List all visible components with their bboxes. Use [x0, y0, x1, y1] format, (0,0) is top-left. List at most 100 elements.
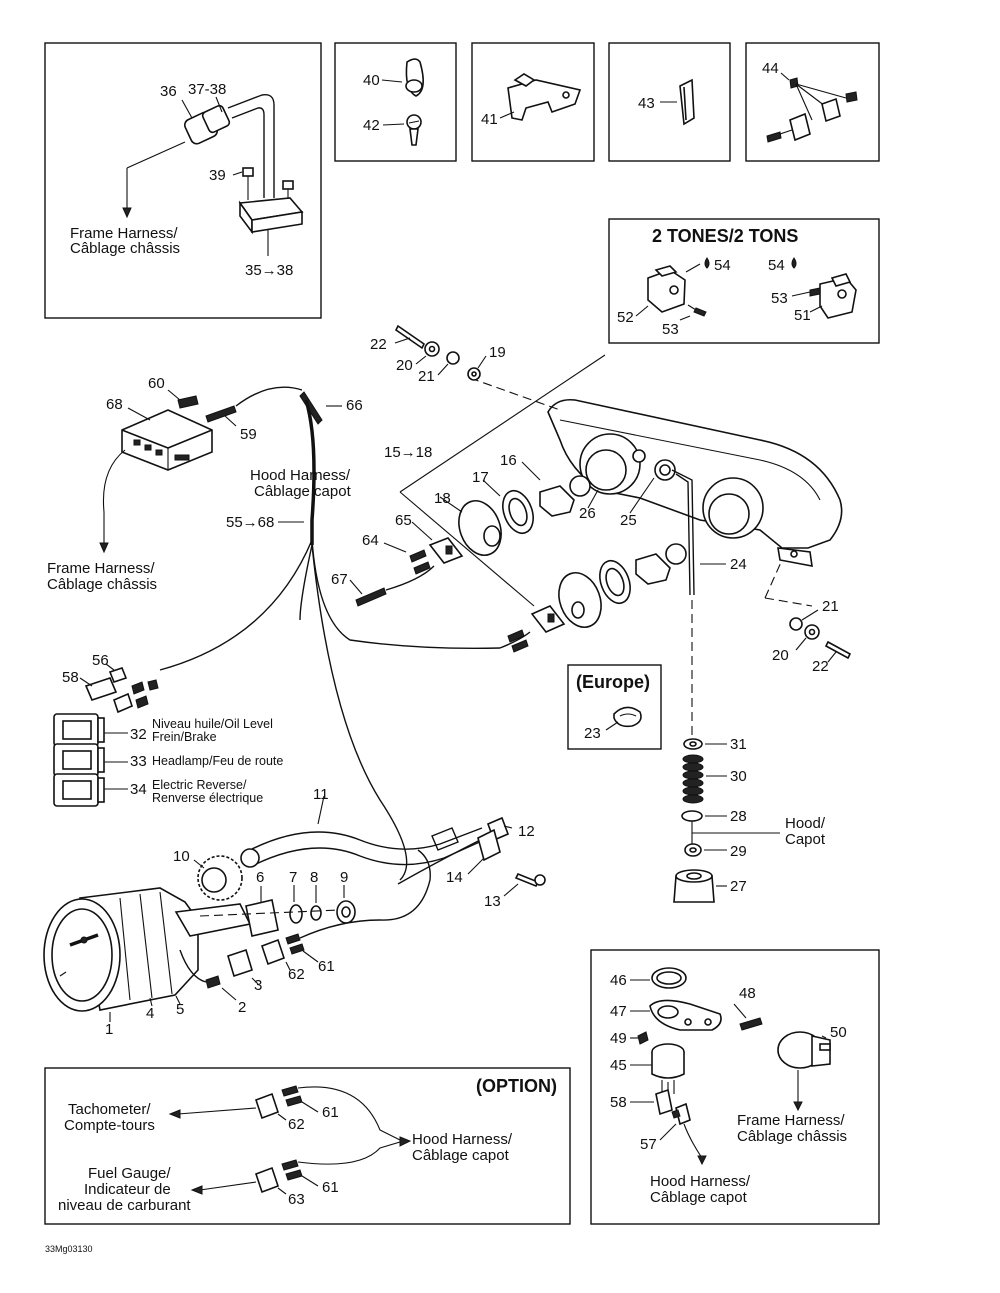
headlamp-housing: [547, 398, 843, 567]
option-title: (OPTION): [476, 1076, 557, 1096]
label-4: 4: [146, 1005, 154, 1022]
nut-49: [637, 1031, 649, 1045]
terminal-67: [355, 587, 387, 607]
label-62-main: 62: [288, 966, 305, 983]
caption-cablage-chassis: Câblage châssis: [70, 240, 180, 257]
caption-frame-harness: Frame Harness/: [70, 225, 178, 242]
panel-two-tones-frame: [608, 218, 880, 344]
screw-48: [739, 1017, 763, 1031]
option-label-62: 62: [288, 1116, 305, 1133]
panel-two-tones: 2 TONES/2 TONS 54 54 53 52 53 51: [608, 218, 880, 344]
switch-reverse-1: Electric Reverse/: [152, 778, 247, 792]
label-59: 59: [240, 426, 257, 443]
br-label-45: 45: [610, 1057, 627, 1074]
panel-fuel-gauge: 46 48 47 49 45 50 58 57 Frame Harness/ C…: [590, 949, 880, 1225]
adjust-rod-24: [671, 469, 695, 596]
switch-headlamp: Headlamp/Feu de route: [152, 754, 283, 768]
panel-harness: 36 37-38 39 35→38 Frame Harness/ Câblage…: [44, 42, 322, 319]
switch-reverse-2: Renverse électrique: [152, 791, 263, 805]
label-24: 24: [730, 556, 747, 573]
frame-harness-leader: [102, 449, 126, 545]
washer-8: [310, 905, 322, 921]
panel-clip: 43: [608, 42, 731, 162]
connector-44a: [789, 112, 811, 142]
br-hood-harness-1: Hood Harness/: [650, 1173, 751, 1190]
label-23: 23: [584, 725, 601, 742]
connector-36: [183, 104, 231, 145]
label-22-right: 22: [812, 658, 829, 675]
label-13: 13: [484, 893, 501, 910]
wire-59: [235, 386, 303, 407]
screw-42: [406, 114, 422, 146]
connector-62-option: [254, 1092, 280, 1120]
panel-terminals: 44: [745, 42, 880, 162]
sender-50: [777, 1031, 831, 1069]
label-61-main: 61: [318, 958, 335, 975]
option-label-61b: 61: [322, 1179, 339, 1196]
bracket-41: [507, 79, 582, 121]
panel-europe-frame: [567, 664, 662, 750]
label-41: 41: [481, 111, 498, 128]
spring-stack: [673, 738, 780, 903]
option-tachometer-1: Tachometer/: [68, 1101, 151, 1118]
main-hood-harness-2: Câblage capot: [254, 483, 352, 500]
horn-switch-51: [819, 273, 857, 319]
label-56: 56: [92, 652, 109, 669]
label-20-right: 20: [772, 647, 789, 664]
label-19: 19: [489, 344, 506, 361]
hood-harness-wire: [304, 399, 316, 545]
label-32: 32: [130, 726, 147, 743]
clip-on-cable: [431, 827, 459, 851]
label-36: 36: [160, 83, 177, 100]
washers-7-8-9: [199, 885, 356, 924]
br-label-48: 48: [739, 985, 756, 1002]
connector-57: [675, 1102, 691, 1126]
label-16: 16: [500, 452, 517, 469]
bulb-16: [539, 485, 575, 517]
europe-title: (Europe): [576, 672, 650, 692]
panel-option: (OPTION) 61 62 61 63 Tachometer/ Compte-…: [44, 1067, 571, 1225]
label-5: 5: [176, 1001, 184, 1018]
main-frame-harness-2: Câblage châssis: [47, 576, 157, 593]
label-54-left: 54: [714, 257, 731, 274]
option-fuel-1: Fuel Gauge/: [88, 1165, 171, 1182]
label-6: 6: [256, 869, 264, 886]
label-28: 28: [730, 808, 747, 825]
panel-harness-frame: [44, 42, 322, 319]
panel-44-frame: [745, 42, 880, 162]
connector-3: [227, 948, 253, 978]
screw-39: [242, 167, 294, 204]
connector-44b: [821, 97, 841, 123]
horn-switch-52: [647, 265, 686, 313]
label-51: 51: [794, 307, 811, 324]
main-frame-harness-1: Frame Harness/: [47, 560, 155, 577]
terminals-61: [285, 933, 301, 945]
label-20-top: 20: [396, 357, 413, 374]
br-label-46: 46: [610, 972, 627, 989]
connector-68: [121, 409, 213, 471]
label-65: 65: [395, 512, 412, 529]
label-39: 39: [209, 167, 226, 184]
label-53-right: 53: [771, 290, 788, 307]
wire-switches: [159, 539, 313, 671]
label-21-top: 21: [418, 368, 435, 385]
label-55-68: 55→68: [226, 514, 274, 531]
option-label-63: 63: [288, 1191, 305, 1208]
br-label-57: 57: [640, 1136, 657, 1153]
two-tones-title: 2 TONES/2 TONS: [652, 226, 798, 246]
option-fuel-2: Indicateur de: [84, 1181, 171, 1198]
panel-43-frame: [608, 42, 731, 162]
label-52: 52: [617, 309, 634, 326]
br-label-58: 58: [610, 1094, 627, 1111]
option-label-61a: 61: [322, 1104, 339, 1121]
label-21-right: 21: [822, 598, 839, 615]
wire-gauge: [311, 544, 408, 881]
gear-10: [193, 848, 260, 901]
hood-label-2: Capot: [785, 831, 826, 848]
br-hood-harness-2: Câblage capot: [650, 1189, 748, 1206]
terminal-59: [205, 405, 237, 423]
label-66: 66: [346, 397, 363, 414]
switch-bank: [53, 663, 159, 807]
assembly-guides: [399, 354, 813, 740]
